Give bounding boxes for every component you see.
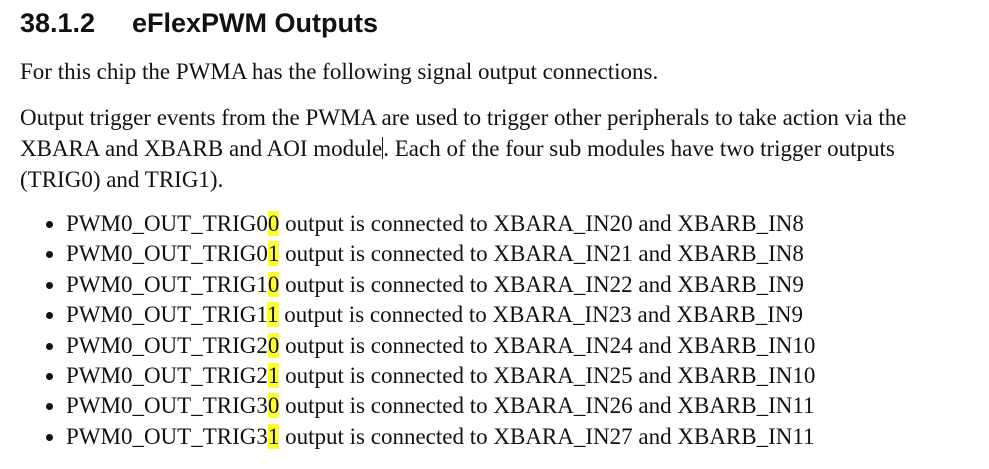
trigger-output-list: PWM0_OUT_TRIG00 output is connected to X…: [20, 209, 815, 452]
list-item: PWM0_OUT_TRIG11 output is connected to X…: [20, 300, 815, 330]
list-item: PWM0_OUT_TRIG10 output is connected to X…: [20, 270, 815, 300]
section-number: 38.1.2: [20, 8, 96, 38]
bullet-icon: [46, 403, 53, 411]
section-heading: 38.1.2 eFlexPWM Outputs: [20, 6, 378, 40]
list-item: PWM0_OUT_TRIG20 output is connected to X…: [20, 331, 815, 361]
signal-name-prefix: PWM0_OUT_TRIG3: [66, 393, 268, 419]
connection-text: output is connected to XBARA_IN26 and XB…: [279, 393, 815, 419]
highlighted-digit: 0: [267, 393, 280, 419]
signal-name-prefix: PWM0_OUT_TRIG1: [66, 271, 268, 297]
highlighted-digit: 1: [267, 362, 280, 388]
connection-text: output is connected to XBARA_IN21 and XB…: [279, 241, 804, 267]
list-item: PWM0_OUT_TRIG31 output is connected to X…: [20, 422, 815, 452]
highlighted-digit: 0: [267, 211, 280, 236]
trigger-text-after-caret: . Each of the four sub modules have two …: [20, 136, 895, 192]
connection-text: output is connected to XBARA_IN20 and XB…: [279, 211, 804, 236]
highlighted-digit: 1: [267, 423, 280, 449]
list-item: PWM0_OUT_TRIG30 output is connected to X…: [20, 391, 815, 421]
bullet-icon: [46, 433, 53, 441]
bullet-icon: [46, 251, 53, 259]
signal-name-prefix: PWM0_OUT_TRIG0: [66, 241, 268, 267]
highlighted-digit: 1: [267, 302, 279, 328]
list-item: PWM0_OUT_TRIG21 output is connected to X…: [20, 361, 815, 391]
list-item: PWM0_OUT_TRIG00 output is connected to X…: [20, 209, 815, 239]
highlighted-digit: 1: [267, 241, 280, 267]
bullet-icon: [46, 281, 53, 289]
connection-text: output is connected to XBARA_IN23 and XB…: [278, 302, 804, 328]
connection-text: output is connected to XBARA_IN22 and XB…: [279, 271, 804, 297]
bullet-icon: [46, 312, 53, 320]
bullet-icon: [46, 342, 53, 350]
signal-name-prefix: PWM0_OUT_TRIG2: [66, 332, 268, 358]
document-page: 38.1.2 eFlexPWM Outputs For this chip the…: [20, 0, 980, 469]
signal-name-prefix: PWM0_OUT_TRIG1: [66, 302, 268, 328]
signal-name-prefix: PWM0_OUT_TRIG3: [66, 423, 268, 449]
signal-name-prefix: PWM0_OUT_TRIG0: [66, 211, 268, 236]
highlighted-digit: 0: [267, 271, 280, 297]
section-title: eFlexPWM Outputs: [132, 8, 379, 38]
trigger-text-before-caret: Output trigger events from the PWMA are …: [20, 105, 907, 161]
bullet-icon: [46, 221, 53, 228]
connection-text: output is connected to XBARA_IN27 and XB…: [279, 423, 815, 449]
bullet-icon: [46, 372, 53, 380]
intro-paragraph: For this chip the PWMA has the following…: [20, 59, 659, 84]
highlighted-digit: 0: [267, 332, 280, 358]
list-item: PWM0_OUT_TRIG01 output is connected to X…: [20, 239, 815, 269]
signal-name-prefix: PWM0_OUT_TRIG2: [66, 362, 268, 388]
trigger-paragraph[interactable]: Output trigger events from the PWMA are …: [20, 102, 980, 195]
text-cursor: [382, 137, 384, 159]
connection-text: output is connected to XBARA_IN25 and XB…: [279, 362, 816, 388]
connection-text: output is connected to XBARA_IN24 and XB…: [279, 332, 816, 358]
